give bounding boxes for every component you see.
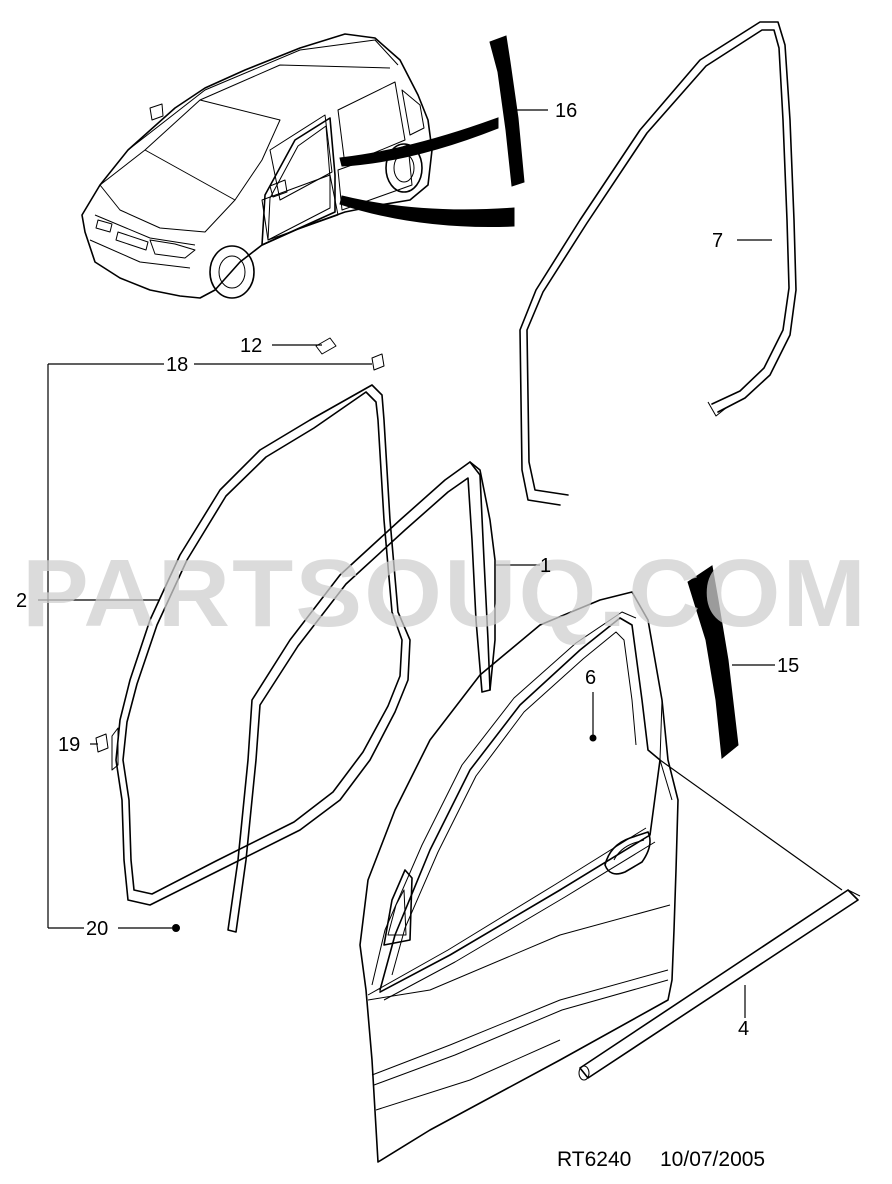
clip-top-18 <box>371 353 385 371</box>
callout-19: 19 <box>58 734 80 756</box>
front-door <box>359 591 679 1163</box>
callout-4: 4 <box>738 1018 749 1040</box>
callout-12: 12 <box>240 335 262 357</box>
callout-labels: 16 7 12 18 1 2 15 6 19 20 4 <box>16 100 799 1040</box>
door-seal-18 <box>111 384 411 906</box>
molding-strip-15 <box>687 565 739 759</box>
clip-20 <box>172 924 180 932</box>
inner-channel-seal <box>227 461 491 933</box>
side-molding-4 <box>578 889 861 1081</box>
callout-1: 1 <box>540 555 551 577</box>
callout-7: 7 <box>712 230 723 252</box>
callout-15: 15 <box>777 655 799 677</box>
glass-run-channel-1 <box>469 461 496 691</box>
callout-6: 6 <box>585 667 596 689</box>
callout-2: 2 <box>16 590 27 612</box>
vehicle-overview <box>81 33 515 299</box>
drawing-date: 10/07/2005 <box>660 1148 765 1171</box>
molding-strip-16 <box>489 35 525 187</box>
clip-12 <box>315 337 337 355</box>
drawing-reference: RT6240 <box>557 1148 631 1171</box>
callout-20: 20 <box>86 918 108 940</box>
callout-18: 18 <box>166 354 188 376</box>
weatherstrip-7 <box>519 21 797 506</box>
watermark-text: PARTSOUQ.COM <box>22 540 868 647</box>
callout-16: 16 <box>555 100 577 122</box>
leader-lines <box>38 109 843 1018</box>
clip-19 <box>95 733 109 753</box>
